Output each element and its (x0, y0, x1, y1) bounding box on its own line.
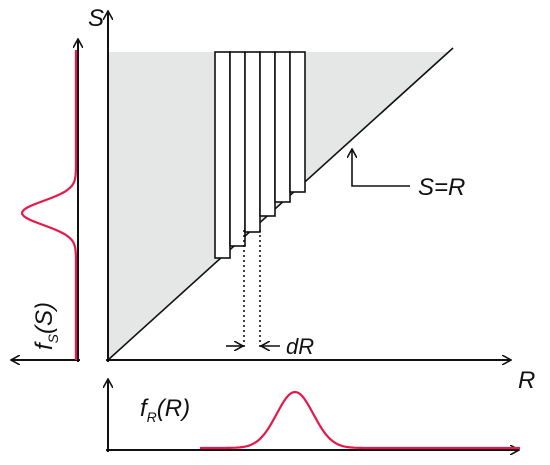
s-equals-r-line (107, 47, 454, 361)
strip-4 (259, 51, 276, 217)
r-axis-label: R (518, 367, 535, 394)
fr-label: fR(R) (140, 395, 190, 425)
fr-density-curve (200, 391, 520, 450)
strip-1 (214, 51, 231, 259)
fs-density-curve (21, 50, 78, 360)
s-axis-label: S (88, 5, 104, 32)
fs-label: fS(S) (31, 302, 61, 350)
s-equals-r-pointer (352, 150, 410, 187)
strip-6 (289, 51, 306, 193)
strip-5 (274, 51, 291, 203)
dr-label: dR (286, 334, 314, 359)
s-equals-r-label: S=R (418, 174, 465, 201)
integration-strips (214, 51, 306, 259)
strip-3 (244, 51, 261, 233)
strip-2 (229, 51, 246, 247)
